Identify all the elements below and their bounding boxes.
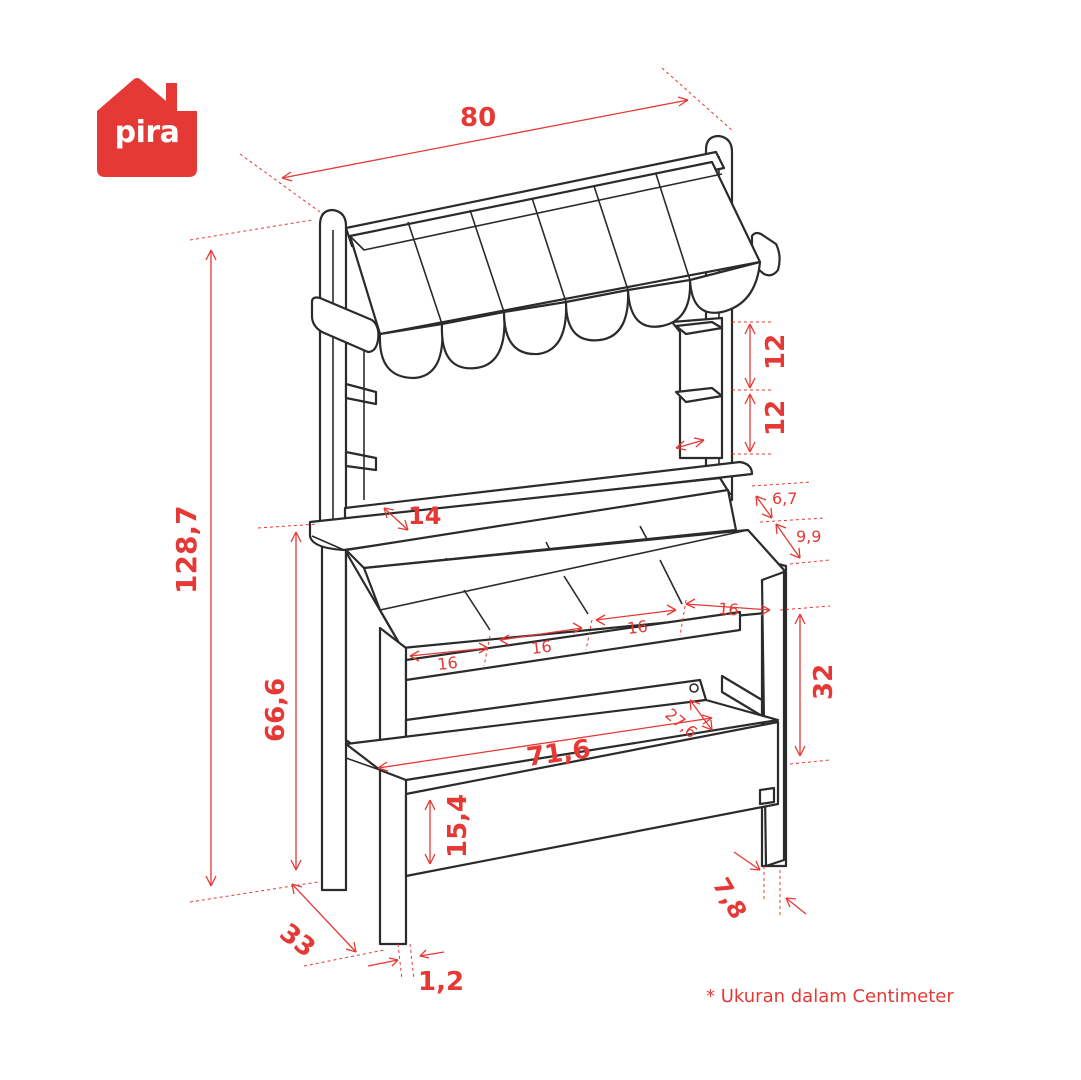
left-shelf-1 — [344, 382, 378, 406]
dim-depth: 33 — [274, 918, 321, 964]
dim-bin-width-1: 16 — [436, 653, 458, 674]
dim-shelf-gap-lower: 12 — [761, 400, 791, 436]
dim-counter-height: 66,6 — [261, 678, 291, 742]
logo-text: pira — [114, 115, 180, 150]
back-left-leg — [320, 538, 348, 892]
dimension-lines — [189, 67, 831, 981]
shop-stand-outline — [308, 134, 788, 946]
awning-scallop-6 — [688, 260, 762, 314]
dim-bin-depth-front: 9,9 — [796, 527, 821, 546]
middle-rail — [404, 610, 742, 682]
left-shelf-2 — [344, 450, 378, 472]
dim-leg-width: 7,8 — [707, 873, 753, 924]
dim-front-panel-height: 15,4 — [443, 794, 473, 858]
awning-scallop-4 — [564, 288, 630, 342]
right-shelf-tower — [670, 316, 724, 460]
dim-width: 80 — [460, 103, 496, 133]
front-panel-latch — [758, 786, 776, 806]
dim-bin-width-2: 16 — [530, 637, 553, 658]
dim-side-shelf-depth: 14 — [408, 502, 441, 530]
right-shelf-mid — [674, 386, 724, 404]
awning-scallop-1 — [378, 322, 444, 380]
dim-height: 128,7 — [170, 505, 203, 594]
units-note: * Ukuran dalam Centimeter — [706, 986, 954, 1007]
front-left-leg — [378, 626, 408, 946]
dim-bin-width-3: 16 — [626, 617, 649, 638]
right-shelf-top — [674, 320, 724, 336]
logo-house-icon — [97, 78, 197, 177]
dim-shelf-gap-upper: 12 — [761, 334, 791, 370]
dim-lower-gap: 32 — [809, 664, 839, 700]
pira-logo: pira — [97, 77, 197, 177]
awning-scallop-3 — [502, 300, 568, 356]
dim-bin-width-back: 16 — [718, 599, 740, 619]
bins-back-row — [344, 488, 738, 570]
dim-bin-depth-top: 6,7 — [772, 489, 797, 508]
front-panel — [404, 720, 780, 878]
awning-scallop-2 — [440, 310, 506, 370]
awning-scallop-5 — [626, 278, 692, 328]
dim-panel-thickness: 1,2 — [418, 967, 464, 997]
upper-shelf-board — [343, 460, 754, 522]
left-bracket — [310, 296, 380, 354]
